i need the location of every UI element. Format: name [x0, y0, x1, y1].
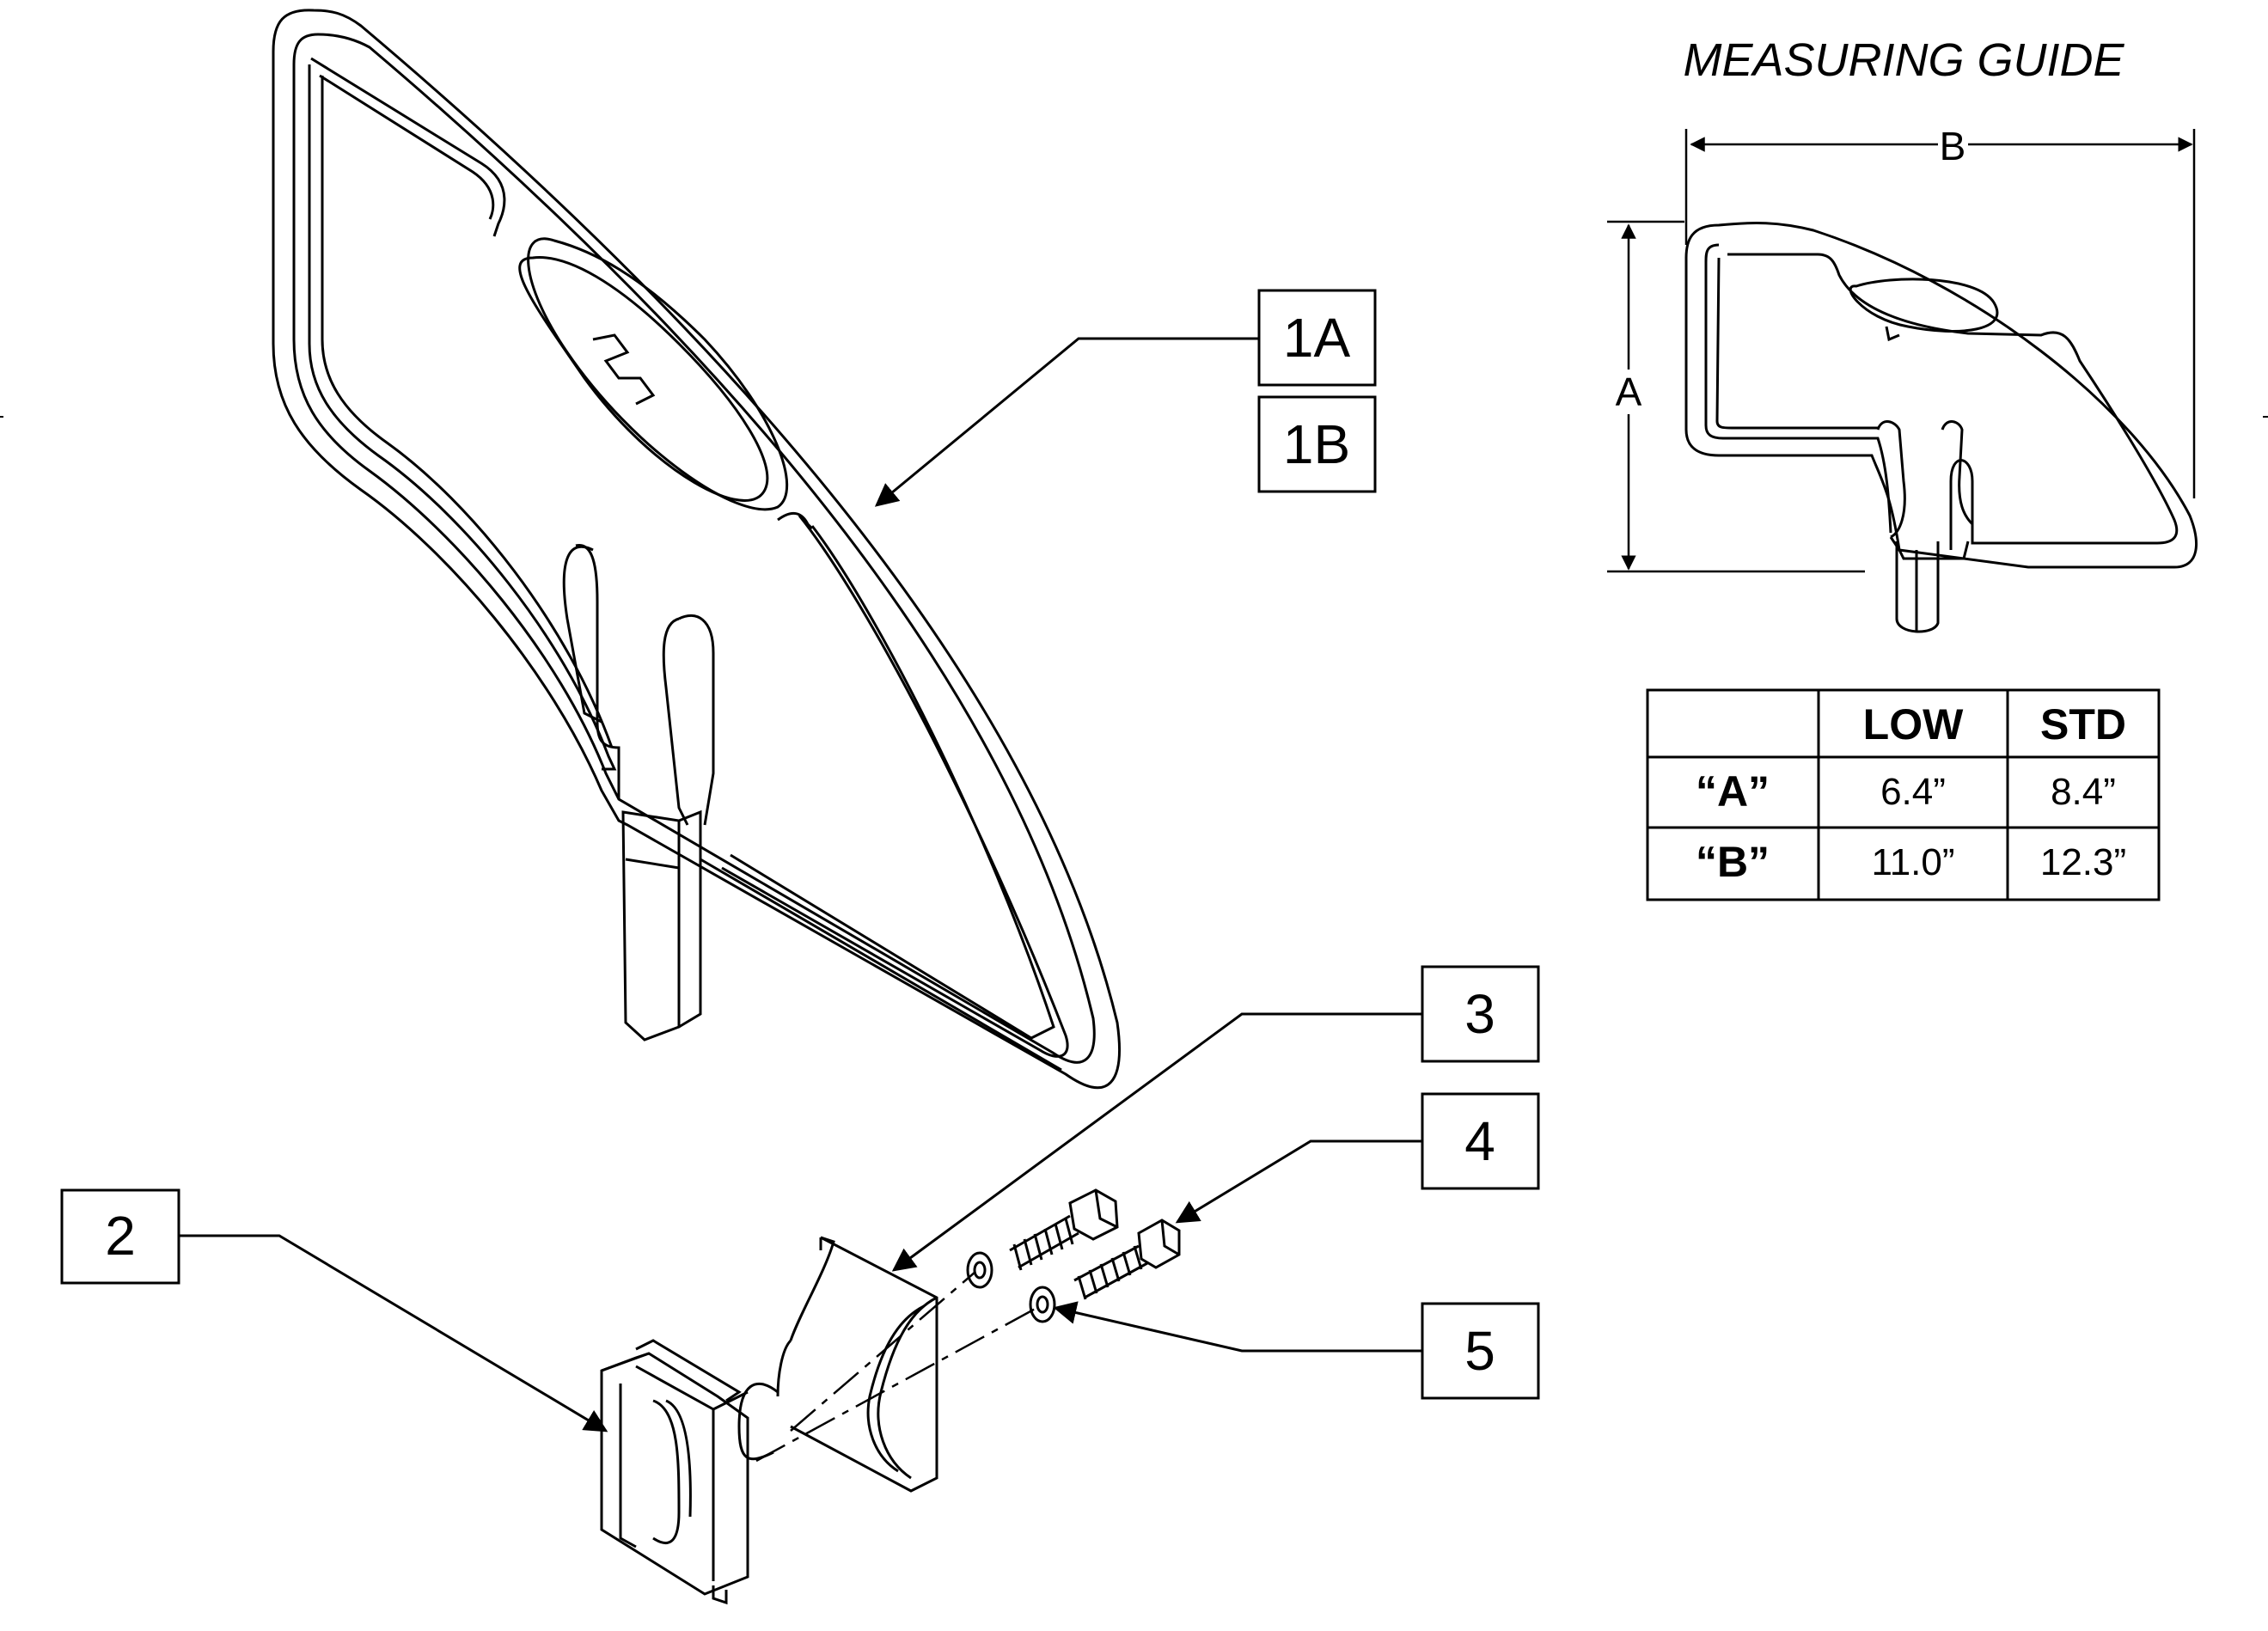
dimension-label-a: A [1616, 370, 1642, 414]
table-cell-a-std: 8.4” [2051, 771, 2116, 813]
size-table: LOW STD “A” 6.4” 8.4” “B” 11.0” 12.3” [1646, 688, 2161, 901]
svg-text:3: 3 [1464, 983, 1495, 1045]
saddle-bracket [737, 1236, 938, 1493]
table-header-std: STD [2040, 700, 2126, 748]
dimension-label-b: B [1940, 124, 1966, 168]
svg-text:2: 2 [105, 1205, 136, 1267]
callout-4: 4 [1421, 1092, 1540, 1190]
table-cell-a-low: 6.4” [1880, 771, 1946, 813]
callout-2: 2 [60, 1188, 180, 1285]
svg-text:4: 4 [1464, 1110, 1495, 1172]
tray-panel [272, 9, 1121, 1090]
clamp-block [600, 1339, 749, 1605]
svg-text:1B: 1B [1283, 413, 1350, 475]
callout-3: 3 [1421, 965, 1540, 1063]
assembly-centerlines [755, 1271, 1041, 1463]
leader-lines [179, 337, 1422, 1432]
table-row-label-b: “B” [1696, 838, 1770, 886]
table-cell-b-low: 11.0” [1871, 841, 1954, 883]
callout-1B: 1B [1257, 395, 1377, 493]
bolt-lower [1073, 1219, 1181, 1300]
bolt-upper [1009, 1188, 1119, 1271]
callout-5: 5 [1421, 1302, 1540, 1400]
dimension-lines [1607, 129, 2196, 573]
washers [966, 1251, 1056, 1323]
callout-1A: 1A [1257, 289, 1377, 387]
table-cell-b-std: 12.3” [2040, 841, 2126, 883]
guide-tray-outline [1684, 222, 2198, 633]
svg-text:5: 5 [1464, 1320, 1495, 1382]
svg-text:1A: 1A [1283, 307, 1351, 369]
measuring-guide-title: MEASURING GUIDE [1683, 34, 2124, 86]
table-row-label-a: “A” [1696, 767, 1770, 816]
table-header-low: LOW [1863, 700, 1964, 748]
